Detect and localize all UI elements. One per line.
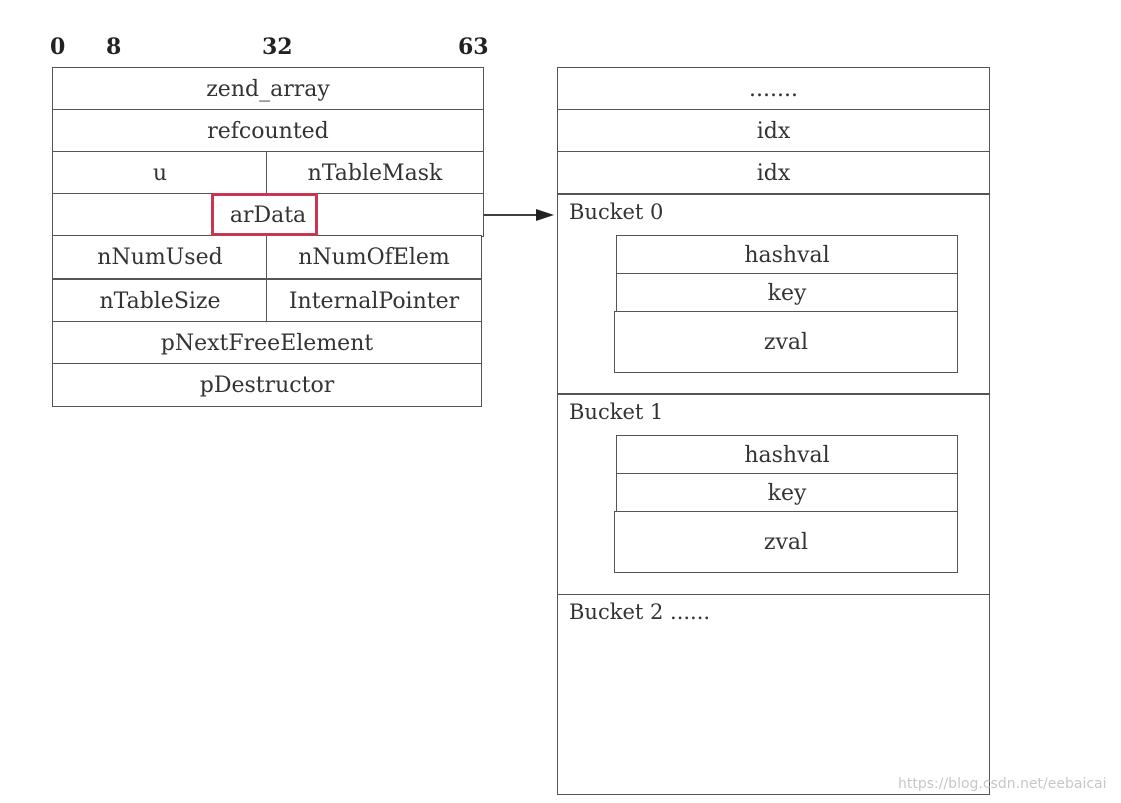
bucket-0-key-cell: key bbox=[616, 273, 958, 313]
bucket-0-label: Bucket 0 bbox=[569, 200, 664, 224]
ntablesize-cell: nTableSize bbox=[52, 279, 268, 323]
bucket-1-zval-cell: zval bbox=[614, 511, 958, 573]
nnumofelem-cell: nNumOfElem bbox=[266, 235, 482, 279]
ardata-pointer-arrow bbox=[484, 209, 554, 221]
bucket-1-key-cell: key bbox=[616, 473, 958, 513]
bucket-1-hashval-cell: hashval bbox=[616, 435, 958, 475]
refcounted-cell: refcounted bbox=[52, 109, 484, 153]
bit-tick-32: 32 bbox=[262, 34, 293, 60]
internalpointer-cell: InternalPointer bbox=[266, 279, 482, 323]
bit-tick-8: 8 bbox=[106, 34, 122, 60]
bucket-2-label: Bucket 2 ...... bbox=[569, 600, 711, 624]
idx-cell-1: idx bbox=[557, 109, 990, 153]
bit-tick-0: 0 bbox=[50, 34, 66, 60]
nnumused-cell: nNumUsed bbox=[52, 235, 268, 279]
zend-array-title-cell: zend_array bbox=[52, 67, 484, 111]
bucket-1-label: Bucket 1 bbox=[569, 400, 664, 424]
idx-cell-2: idx bbox=[557, 151, 990, 195]
ardata-highlight-box bbox=[211, 193, 318, 236]
bit-tick-63: 63 bbox=[458, 34, 489, 60]
u-cell: u bbox=[52, 151, 268, 195]
bucket-0-zval-cell: zval bbox=[614, 311, 958, 373]
watermark-text: https://blog.csdn.net/eebaicai bbox=[898, 776, 1107, 792]
bucket-0-hashval-cell: hashval bbox=[616, 235, 958, 275]
ardata-cell: arData bbox=[52, 193, 484, 237]
hash-ellipsis-cell: ....... bbox=[557, 67, 990, 111]
bucket-0-box bbox=[557, 193, 990, 395]
pnextfreeelement-cell: pNextFreeElement bbox=[52, 321, 482, 365]
bucket-1-box bbox=[557, 393, 990, 595]
pdestructor-cell: pDestructor bbox=[52, 363, 482, 407]
ntablemask-cell: nTableMask bbox=[266, 151, 484, 195]
